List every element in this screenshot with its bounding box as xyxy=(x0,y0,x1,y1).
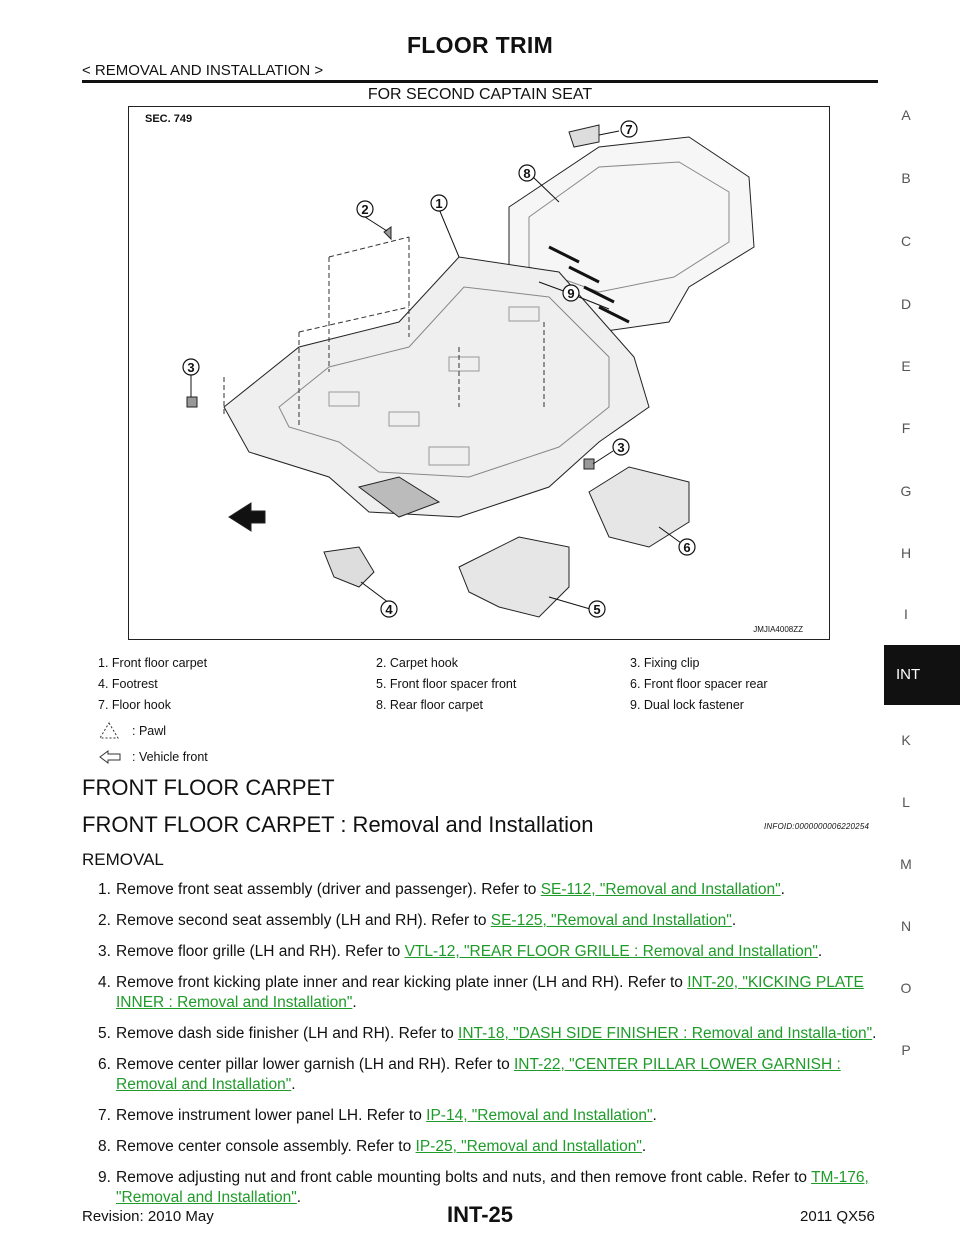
front-floor-spacer-rear xyxy=(588,466,690,548)
legend-item: 6. Front floor spacer rear xyxy=(630,677,768,691)
reference-link[interactable]: IP-25, "Removal and Installation" xyxy=(415,1138,642,1155)
legend-item: 8. Rear floor carpet xyxy=(376,698,483,712)
legend-symbol-row: : Vehicle front xyxy=(98,745,878,771)
figure-caption: FOR SECOND CAPTAIN SEAT xyxy=(367,86,593,103)
procedure-step: 9.Remove adjusting nut and front cable m… xyxy=(98,1169,869,1206)
pawl-triangle-icon xyxy=(99,722,119,739)
procedure-step: 7.Remove instrument lower panel LH. Refe… xyxy=(98,1107,657,1124)
side-index-item[interactable]: N xyxy=(900,918,912,934)
legend: 1. Front floor carpet 2. Carpet hook 3. … xyxy=(98,656,878,771)
reference-link[interactable]: VTL-12, "REAR FLOOR GRILLE : Removal and… xyxy=(404,943,818,960)
procedure-step: 4.Remove front kicking plate inner and r… xyxy=(98,974,864,1011)
side-index-item[interactable]: L xyxy=(902,794,910,810)
side-index-item[interactable]: D xyxy=(900,296,912,312)
legend-symbol-label: : Pawl xyxy=(132,724,167,738)
reference-link[interactable]: TM-176, "Removal and Installation" xyxy=(116,1169,869,1206)
exploded-diagram: SEC. 749 xyxy=(128,106,830,640)
vehicle-front-arrow-icon xyxy=(99,750,121,764)
procedure-steps: 1.Remove front seat assembly (driver and… xyxy=(98,880,880,1219)
side-index-item[interactable]: G xyxy=(900,483,912,499)
section-number: SEC. 749 xyxy=(145,113,193,125)
footrest xyxy=(323,546,375,588)
diagram-drawing: 1 2 3 3 4 5 6 7 8 9 xyxy=(182,120,755,618)
footer-model: 2011 QX56 xyxy=(800,1208,875,1225)
figure-code: JMJIA4008ZZ xyxy=(753,625,803,634)
reference-link[interactable]: INT-20, "KICKING PLATE INNER : Removal a… xyxy=(116,974,864,1011)
side-index-item[interactable]: P xyxy=(901,1042,911,1058)
footer-page-number: INT-25 xyxy=(446,1202,514,1227)
procedure-step: 1.Remove front seat assembly (driver and… xyxy=(98,881,785,898)
info-id: INFOID:0000000006220254 xyxy=(764,822,870,831)
procedure-step: 6.Remove center pillar lower garnish (LH… xyxy=(98,1056,841,1093)
callout-1: 1 xyxy=(435,196,442,211)
reference-link[interactable]: SE-125, "Removal and Installation" xyxy=(490,912,732,929)
side-index-item[interactable]: F xyxy=(901,420,911,436)
legend-item: 3. Fixing clip xyxy=(630,656,700,670)
reference-link[interactable]: INT-22, "CENTER PILLAR LOWER GARNISH : R… xyxy=(116,1056,841,1093)
legend-item: 4. Footrest xyxy=(98,677,158,691)
side-index-item[interactable]: K xyxy=(901,732,911,748)
header-rule xyxy=(82,80,878,83)
side-index-item[interactable]: H xyxy=(900,545,912,561)
legend-symbol-label: : Vehicle front xyxy=(132,750,208,764)
callout-9: 9 xyxy=(567,286,574,301)
side-index-item[interactable]: M xyxy=(900,856,912,872)
side-index-item[interactable]: B xyxy=(901,170,911,186)
side-index-item-active[interactable]: INT xyxy=(884,645,960,705)
callout-7: 7 xyxy=(625,122,632,137)
callout-4: 4 xyxy=(385,602,393,617)
legend-symbol-row: : Pawl xyxy=(98,719,878,745)
callout-2: 2 xyxy=(361,202,368,217)
procedure-step: 2.Remove second seat assembly (LH and RH… xyxy=(98,912,737,929)
footer-revision: Revision: 2010 May xyxy=(82,1208,214,1225)
fixing-clip xyxy=(186,396,198,408)
carpet-hook xyxy=(383,226,392,241)
side-index-item[interactable]: O xyxy=(900,980,912,996)
breadcrumb: < REMOVAL AND INSTALLATION > xyxy=(82,62,324,79)
subsection-heading: FRONT FLOOR CARPET : Removal and Install… xyxy=(82,812,594,837)
side-index-item[interactable]: A xyxy=(901,107,911,123)
legend-row: 7. Floor hook 8. Rear floor carpet 9. Du… xyxy=(98,698,878,719)
page-title: FLOOR TRIM xyxy=(406,32,554,58)
side-index-item[interactable]: C xyxy=(900,233,912,249)
legend-item: 9. Dual lock fastener xyxy=(630,698,744,712)
legend-item: 2. Carpet hook xyxy=(376,656,458,670)
side-index-item[interactable]: I xyxy=(904,606,908,622)
side-index-item[interactable]: E xyxy=(901,358,911,374)
section-heading: FRONT FLOOR CARPET xyxy=(82,775,335,800)
procedure-step: 3.Remove floor grille (LH and RH). Refer… xyxy=(98,943,823,960)
vehicle-front-arrow xyxy=(228,502,266,532)
legend-item: 7. Floor hook xyxy=(98,698,171,712)
legend-row: 1. Front floor carpet 2. Carpet hook 3. … xyxy=(98,656,878,677)
callout-3: 3 xyxy=(617,440,624,455)
callout-5: 5 xyxy=(593,602,600,617)
floor-hook xyxy=(568,124,600,148)
callout-6: 6 xyxy=(683,540,690,555)
procedure-heading: REMOVAL xyxy=(82,850,164,869)
procedure-step: 8.Remove center console assembly. Refer … xyxy=(98,1138,647,1155)
front-floor-spacer-front xyxy=(458,536,570,618)
side-index: A B C D E F G H I INT K L M N O P xyxy=(884,0,960,1242)
legend-item: 5. Front floor spacer front xyxy=(376,677,517,691)
reference-link[interactable]: SE-112, "Removal and Installation" xyxy=(540,881,781,898)
reference-link[interactable]: INT-18, "DASH SIDE FINISHER : Removal an… xyxy=(458,1025,873,1042)
callout-3: 3 xyxy=(187,360,194,375)
procedure-step: 5.Remove dash side finisher (LH and RH).… xyxy=(98,1025,877,1042)
reference-link[interactable]: IP-14, "Removal and Installation" xyxy=(426,1107,653,1124)
legend-row: 4. Footrest 5. Front floor spacer front … xyxy=(98,677,878,698)
fixing-clip xyxy=(583,458,595,470)
callout-8: 8 xyxy=(523,166,530,181)
legend-item: 1. Front floor carpet xyxy=(98,656,208,670)
